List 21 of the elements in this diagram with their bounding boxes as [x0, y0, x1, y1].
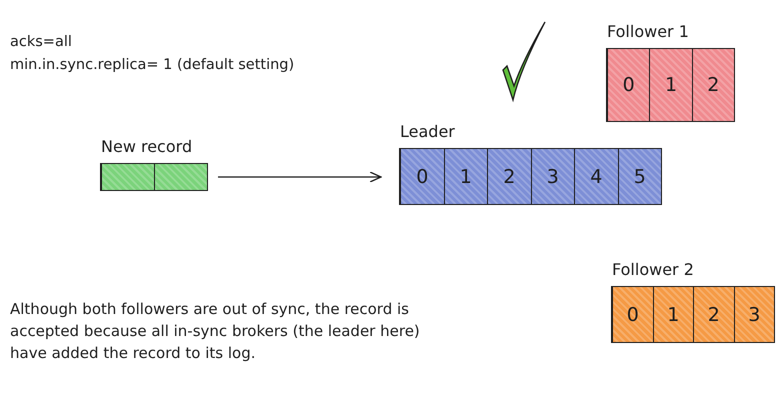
log-title: Leader [400, 122, 455, 141]
log-entry: 3 [734, 287, 774, 342]
log-entry: 4 [574, 149, 618, 204]
arrow [218, 171, 382, 183]
log-entry: 0 [612, 287, 652, 342]
log-entry: 2 [693, 287, 734, 342]
log-entry: 0 [400, 149, 444, 204]
log-title: New record [101, 137, 192, 156]
log-title: Follower 1 [607, 22, 689, 41]
log-entry: 0 [607, 49, 650, 121]
log-entry: 2 [692, 49, 734, 121]
log-title: Follower 2 [612, 260, 694, 279]
log-entry: 1 [444, 149, 487, 204]
log-entry: 2 [487, 149, 530, 204]
log-entry: 5 [618, 149, 661, 204]
log-entry: 1 [652, 287, 693, 342]
log-entry: 1 [649, 49, 692, 121]
log-entry: 3 [530, 149, 574, 204]
setting-text: acks=all [10, 34, 72, 50]
note-text: Although both followers are out of sync, the record is accepted because all in-sync brokers (the leader here) have added the record to its log. [10, 299, 421, 364]
setting-text: min.in.sync.replica= 1 (default setting) [10, 57, 294, 73]
